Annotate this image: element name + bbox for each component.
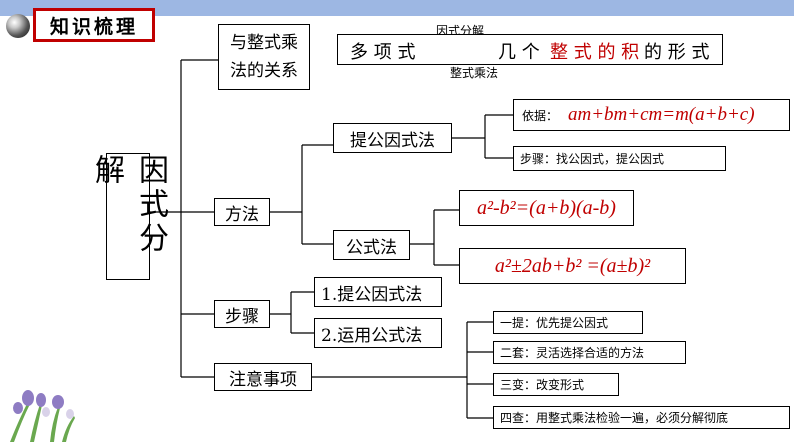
relation-node: 与整式乘 法的关系 <box>218 24 310 90</box>
note-item-text: 三变：改变形式 <box>500 378 585 392</box>
notes-label: 注意事项 <box>229 369 297 390</box>
relation-sentence: 多 项 式 几 个 整 式 的 积 的 形 式 <box>337 34 723 65</box>
formula-method-node: 公式法 <box>333 230 410 260</box>
step-item-label: 1.提公因式法 <box>321 284 423 305</box>
relation-line-1: 与整式乘 <box>230 33 298 53</box>
step-item: 2.运用公式法 <box>314 318 442 348</box>
relation-bottom-note: 整式乘法 <box>450 66 499 80</box>
step-item-label: 2.运用公式法 <box>321 325 423 346</box>
note-item: 三变：改变形式 <box>493 373 619 396</box>
formula-1: a²-b²=(a+b)(a-b) <box>477 196 616 219</box>
basis-formula: am+bm+cm=m(a+b+c) <box>568 104 755 125</box>
steps-node: 步骤 <box>214 300 270 328</box>
sentence-red: 整 式 的 积 <box>550 42 640 63</box>
basis-label: 依据： <box>522 108 559 123</box>
note-item: 四查：用整式乘法检验一遍，必须分解彻底 <box>493 406 790 429</box>
sentence-mid: 几 个 <box>498 42 540 63</box>
root-node: 因式分解 <box>89 153 168 280</box>
methods-node: 方法 <box>214 198 270 226</box>
note-item: 一提：优先提公因式 <box>493 311 643 334</box>
relation-line-2: 法的关系 <box>230 61 298 81</box>
notes-node: 注意事项 <box>214 363 312 391</box>
step-item: 1.提公因式法 <box>314 277 442 307</box>
note-item-text: 一提：优先提公因式 <box>500 316 609 330</box>
extract-method-label: 提公因式法 <box>350 130 435 151</box>
root-label: 因式分解 <box>89 154 168 256</box>
formula-method-label: 公式法 <box>346 237 397 258</box>
note-item-text: 二套：灵活选择合适的方法 <box>500 346 645 360</box>
sentence-start: 多 项 式 <box>350 42 416 63</box>
note-item: 二套：灵活选择合适的方法 <box>493 341 686 364</box>
section-title-text: 知识梳理 <box>49 15 138 38</box>
top-bar <box>0 0 794 16</box>
methods-label: 方法 <box>225 204 259 225</box>
section-title: 知识梳理 <box>33 8 155 42</box>
globe-icon <box>6 14 30 38</box>
steps-box: 步骤：找公因式，提公因式 <box>513 146 726 171</box>
formula-2-box: a²±2ab+b² =(a±b)² <box>459 248 686 284</box>
note-item-text: 四查：用整式乘法检验一遍，必须分解彻底 <box>500 411 729 425</box>
extract-steps-text: 步骤：找公因式，提公因式 <box>520 152 665 166</box>
sentence-end: 的 形 式 <box>644 42 710 63</box>
basis-box: 依据： am+bm+cm=m(a+b+c) <box>513 99 790 131</box>
extract-method-node: 提公因式法 <box>333 123 452 153</box>
formula-1-box: a²-b²=(a+b)(a-b) <box>459 190 634 226</box>
formula-2: a²±2ab+b² =(a±b)² <box>494 254 651 277</box>
steps-label: 步骤 <box>225 306 259 327</box>
flowers-decoration <box>10 390 75 442</box>
